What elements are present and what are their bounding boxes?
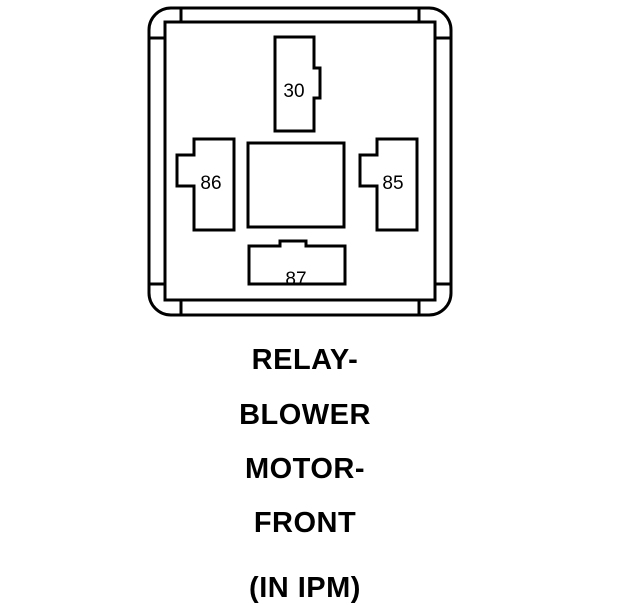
pin-85-terminal [358, 137, 419, 232]
relay-housing-inner [163, 20, 437, 302]
pin-87-terminal [247, 239, 347, 286]
caption-line-5: (IN IPM) [249, 572, 361, 604]
caption-line-4: FRONT [253, 507, 357, 539]
caption-line-2: BLOWER [239, 399, 371, 431]
caption-line-1: RELAY- [251, 344, 359, 376]
pin-85-label: 85 [382, 173, 403, 194]
relay-center-core [246, 141, 346, 229]
pin-87-label: 87 [285, 269, 306, 290]
pin-30-label: 30 [283, 81, 304, 102]
pin-86-label: 86 [200, 173, 221, 194]
caption-line-3: MOTOR- [244, 453, 366, 485]
relay-housing-outer [147, 6, 453, 317]
pin-30-terminal [273, 35, 322, 133]
pin-86-terminal [175, 137, 236, 232]
